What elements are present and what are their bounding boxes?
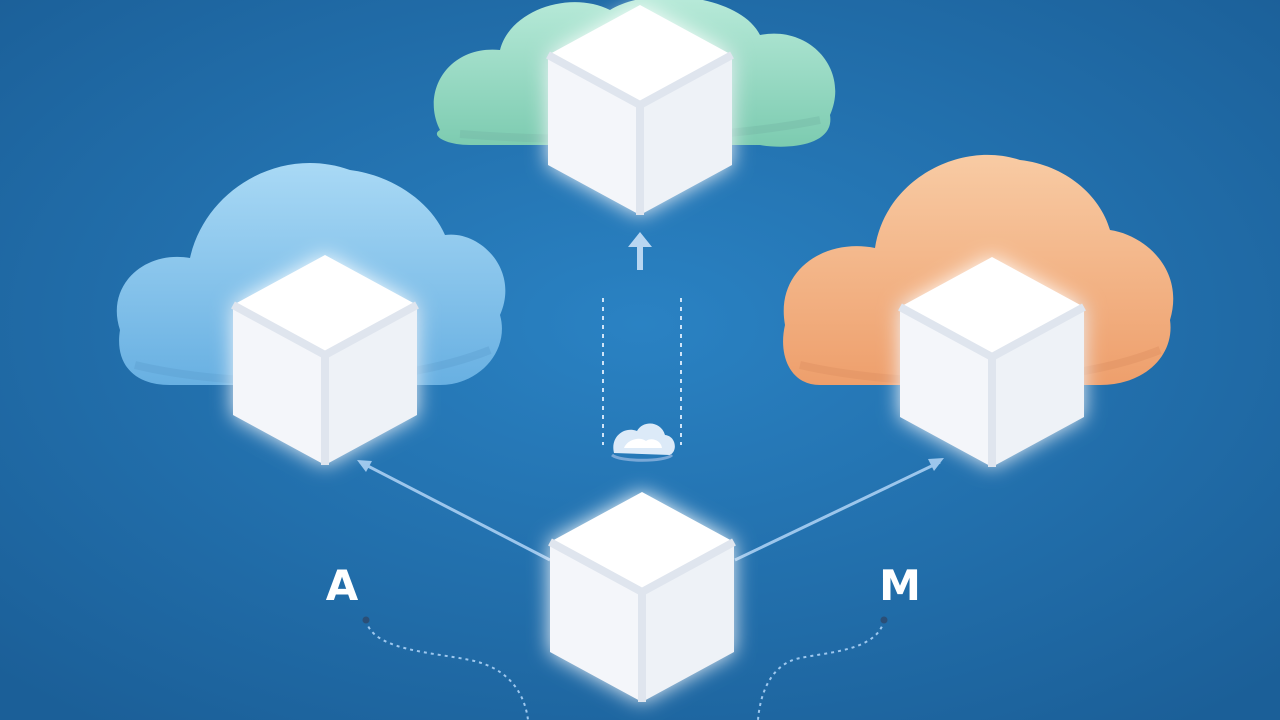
top-cloud-cube-icon [433,0,836,215]
label-a: A [326,561,359,610]
arrowhead-top [628,232,652,247]
label-m: M [879,561,921,610]
connector-left [359,460,551,562]
curve-left-node [362,616,370,624]
arrowhead-right [928,458,944,471]
connector-right [734,460,941,562]
curve-right-node [880,616,888,624]
right-cloud-cube-icon [783,154,1174,467]
small-cloud-icon [611,423,675,462]
arrowhead-left [357,460,372,472]
left-cloud-cube-icon [116,163,506,465]
connectors [357,232,944,720]
